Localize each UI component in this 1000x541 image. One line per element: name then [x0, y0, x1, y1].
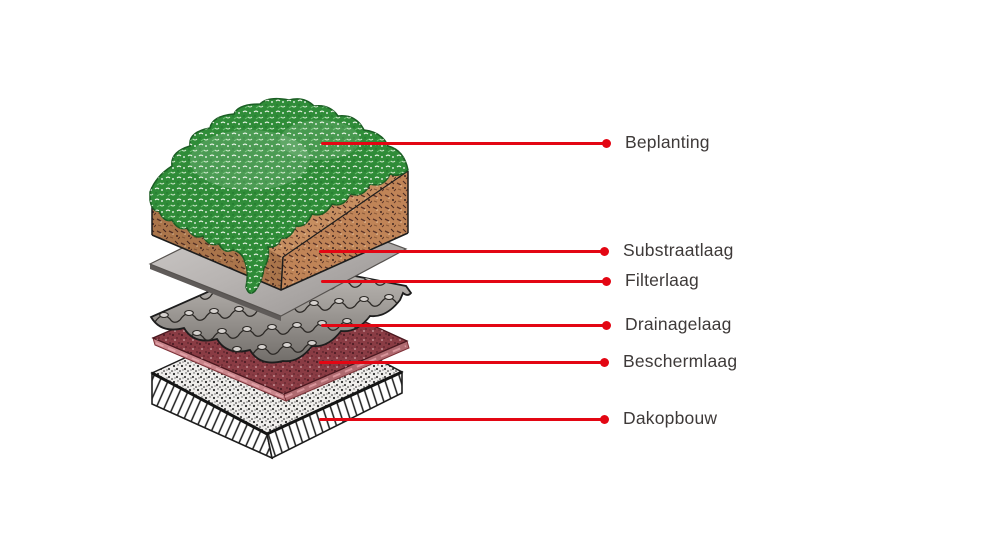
- callout-dot: [600, 357, 609, 367]
- callout-dot: [600, 414, 609, 424]
- callout-dot: [602, 320, 611, 330]
- callout-dot: [602, 138, 611, 148]
- layer-label-dakopbouw: Dakopbouw: [623, 408, 718, 429]
- layer-label-substraatlaag: Substraatlaag: [623, 240, 734, 261]
- callout-beschermlaag: Beschermlaag: [319, 351, 737, 373]
- exploded-layers-illustration: [148, 97, 413, 460]
- callout-line: [321, 141, 604, 145]
- callout-line: [321, 323, 604, 327]
- layer-label-beschermlaag: Beschermlaag: [623, 351, 738, 372]
- callout-dot: [602, 276, 611, 286]
- callout-filterlaag: Filterlaag: [321, 270, 699, 292]
- callout-drainagelaag: Drainagelaag: [321, 314, 732, 336]
- layer-label-drainagelaag: Drainagelaag: [625, 314, 732, 335]
- callout-line: [319, 249, 602, 253]
- callout-dot: [600, 246, 609, 256]
- layer-label-beplanting: Beplanting: [625, 132, 710, 153]
- callout-line: [319, 360, 602, 364]
- layer-label-filterlaag: Filterlaag: [625, 270, 699, 291]
- callout-line: [321, 279, 604, 283]
- beplanting-graphic: [149, 97, 409, 294]
- callout-line: [319, 417, 602, 421]
- callout-dakopbouw: Dakopbouw: [319, 408, 717, 430]
- callout-substraatlaag: Substraatlaag: [319, 240, 734, 262]
- callout-beplanting: Beplanting: [321, 132, 710, 154]
